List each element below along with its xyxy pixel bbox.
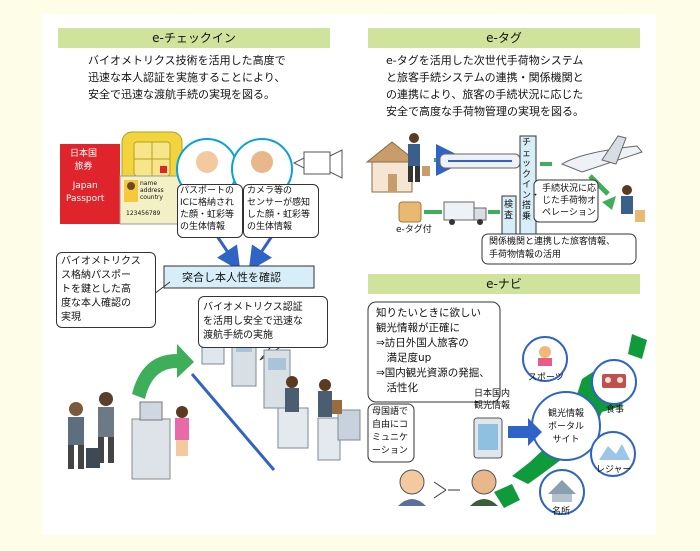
echeckin-header: e-チェックイン [58,28,330,48]
lang-bubble-box [367,403,415,463]
card-name-label: name address country [140,180,164,201]
etag-header: e-タグ [368,28,640,48]
checkin-counter-illustration [68,392,189,480]
verify-label: 突合し本人性を確認 [182,271,281,284]
leisure-label: レジャー [596,465,632,475]
passport-id-card [119,175,183,225]
sports-icon [522,336,568,382]
portal-label: 観光情報 ポータル サイト [548,409,585,445]
verify-box [163,265,315,289]
truck-icon [443,201,487,225]
food-label: 食事 [606,405,625,415]
etag-description: e-タグを活用した次世代手荷物システム と旅客手続システムの連携・関係機関と の… [386,54,584,118]
chip-note-box: パスポートの ICに格納され た顔・虹彩等 の生体情報 [177,184,243,238]
passport-en-label: Japan Passport [66,181,105,204]
info-callout-box [367,301,501,403]
gate-callout: バイオメトリクス認証 を活用し安全で迅速な 渡航手続の実施 [203,302,303,341]
info-title: 知りたいときに欲しい 観光情報が正確に [376,307,481,334]
camera-note: カメラ等の センサーが感知 した顔・虹彩等 の生体情報 [247,186,311,232]
leisure-icon [590,431,636,477]
tablet-device-icon [473,417,503,459]
sports-label: スポーツ [528,373,564,383]
train-icon [439,153,521,169]
tourists-icon [398,469,498,506]
japan-info-label: 日本国内 観光情報 [474,389,511,411]
card-number-label: 123456789 [126,210,161,217]
enavi-header: e-ナビ [368,274,640,294]
checkin-boarding-label: チェックイン・搭乗 [522,138,541,222]
chip-note: パスポートの ICに格納され た顔・虹彩等 の生体情報 [180,186,235,232]
passport-jp-label: 日本国 旅券 [70,149,98,172]
lang-bubble: 母国語で 自由にコ ミュニケ ーション [372,407,409,456]
food-icon [591,359,637,405]
inspection-label: 検査 [504,200,514,221]
gate-callout-box: バイオメトリクス認証 を活用し安全で迅速な 渡航手続の実施 [198,296,328,348]
key-callout: バイオメトリクス ス格納パスポー トを鍵とした高 度な本人確認の 実現 [61,256,141,323]
handling-note-box [533,179,599,223]
bottom-note-box [481,233,637,265]
key-callout-box: バイオメトリクス ス格納パスポー トを鍵とした高 度な本人確認の 実現 [56,252,156,328]
passenger-lane-line [190,373,276,471]
gate-flow-arrow [132,344,194,399]
verify-arrows [215,235,274,271]
camera-sensor-icon [292,149,343,179]
info-bullets: ⇒訪日外国人旅客の 満足度up ⇒国内観光資源の発掘、 活性化 [376,337,490,394]
arriving-traveler-icon [621,185,645,222]
diagram-panel: e-チェックイン バイオメトリクス技術を活用した高度で 迅速な本人認証を実施する… [42,14,656,535]
camera-note-box: カメラ等の センサーが感知 した顔・虹彩等 の生体情報 [243,184,319,238]
bottom-note: 関係機関と連携した旅客情報、 手荷物情報の活用 [489,237,616,260]
tag-label: e-タグ付 [396,225,432,235]
house-icon [365,141,419,193]
sights-label: 名所 [552,507,571,517]
traveler-walking-icon [408,133,430,182]
echeckin-description: バイオメトリクス技術を活用した高度で 迅速な本人認証を実施することにより、 安全… [88,54,286,101]
luggage-icon [398,201,422,223]
handling-note: 手続状況に応 じた手荷物オ ペレーション [542,184,597,218]
sights-icon [539,469,585,515]
passport-illustration [60,144,120,224]
airplane-icon [560,135,643,173]
